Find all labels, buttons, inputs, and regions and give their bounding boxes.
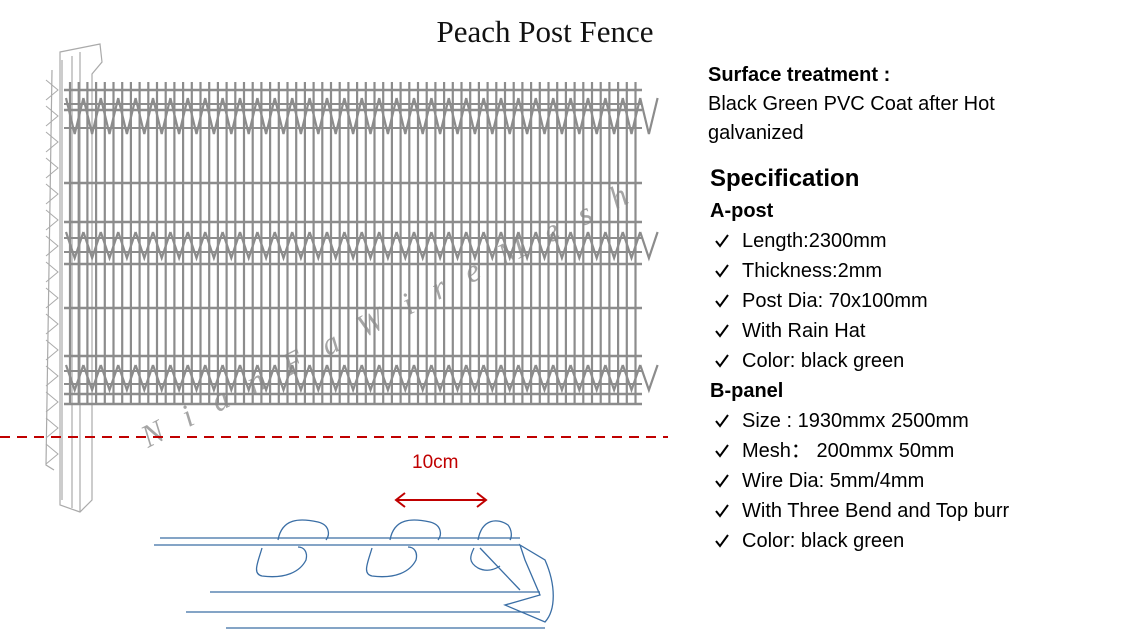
check-icon	[715, 234, 729, 248]
list-item: Thickness:2mm	[708, 256, 1118, 286]
list-item-text: Thickness:2mm	[742, 260, 883, 282]
check-icon	[715, 474, 729, 488]
list-item: Color: black green	[708, 346, 1118, 376]
check-icon	[715, 324, 729, 338]
list-item-text: Size : 1930mmx 2500mm	[742, 410, 969, 432]
check-icon	[715, 264, 729, 278]
list-item-text: Post Dia: 70x100mm	[742, 290, 928, 312]
b-panel-label: B-panel	[710, 380, 784, 402]
page-title: Peach Post Fence	[436, 14, 654, 49]
horizontal-wires	[64, 88, 642, 406]
check-icon	[715, 444, 729, 458]
list-item: Color: black green	[708, 526, 1118, 556]
surface-text-line2: galvanized	[708, 122, 804, 144]
list-item: Length:2300mm	[708, 226, 1118, 256]
list-item-text: Length:2300mm	[742, 230, 887, 252]
list-item-text: Mesh： 200mmx 50mm	[742, 440, 955, 462]
surface-text-line1: Black Green PVC Coat after Hot	[708, 93, 995, 115]
post-outline	[45, 43, 103, 513]
list-item: With Three Bend and Top burr	[708, 496, 1118, 526]
list-item-text: With Rain Hat	[742, 320, 866, 342]
list-item: With Rain Hat	[708, 316, 1118, 346]
list-item: Size : 1930mmx 2500mm	[708, 406, 1118, 436]
a-post-label: A-post	[710, 200, 774, 222]
panel-bends	[64, 97, 659, 394]
a-post-list: Length:2300mm Thickness:2mm Post Dia: 70…	[708, 226, 1118, 376]
list-item-text: Color: black green	[742, 530, 905, 552]
list-item-text: Wire Dia: 5mm/4mm	[742, 470, 925, 492]
dimension-label: 10cm	[412, 452, 459, 473]
fence-illustration: N i a n F a W i r e M e s h	[0, 43, 668, 629]
check-icon	[715, 534, 729, 548]
list-item: Post Dia: 70x100mm	[708, 286, 1118, 316]
check-icon	[715, 504, 729, 518]
check-icon	[715, 414, 729, 428]
b-panel-list: Size : 1930mmx 2500mm Mesh： 200mmx 50mm …	[708, 406, 1118, 556]
top-burr-detail	[154, 519, 554, 629]
spec-panel: Surface treatment : Black Green PVC Coat…	[708, 60, 1118, 556]
check-icon	[715, 354, 729, 368]
list-item-text: With Three Bend and Top burr	[742, 500, 1010, 522]
specification-heading: Specification	[710, 165, 860, 192]
list-item: Mesh： 200mmx 50mm	[708, 436, 1118, 466]
check-icon	[715, 294, 729, 308]
surface-heading: Surface treatment :	[708, 64, 891, 86]
dimension-arrow	[394, 492, 488, 508]
list-item-text: Color: black green	[742, 350, 905, 372]
list-item: Wire Dia: 5mm/4mm	[708, 466, 1118, 496]
